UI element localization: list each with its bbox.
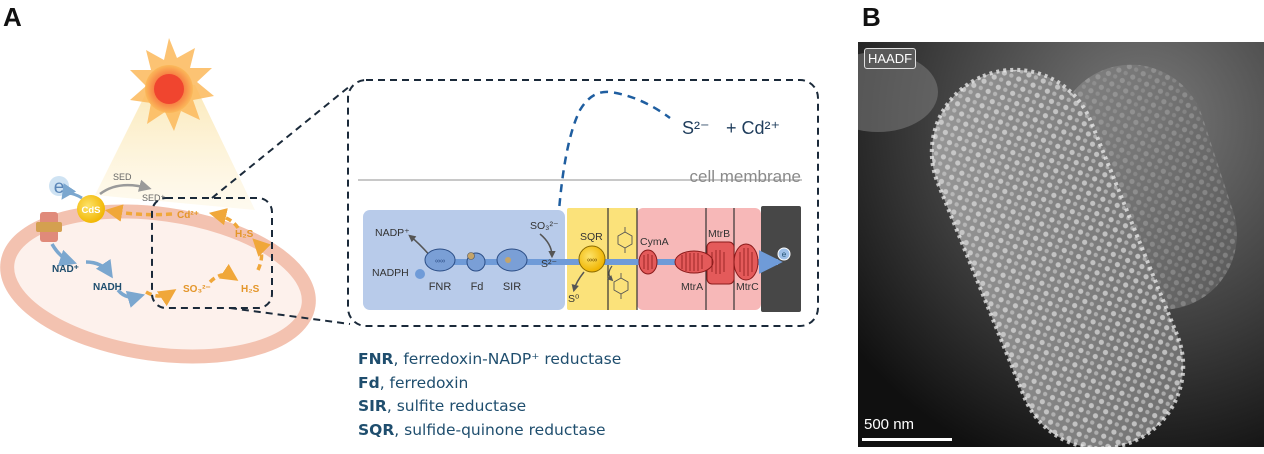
- zoom-connector-top: [211, 85, 351, 199]
- fnr-label: FNR: [429, 281, 452, 293]
- cds-nanoparticle: CdS: [77, 195, 105, 223]
- nadh-so3-arrow: [145, 289, 177, 307]
- nadp-label: NADP⁺: [375, 227, 410, 239]
- bacterium-front: [929, 67, 1186, 447]
- mtrb-label: MtrB: [708, 228, 730, 240]
- s0-label: S⁰: [568, 293, 580, 305]
- legend-row-fd: Fd, ferredoxin: [358, 373, 469, 392]
- fd-label: Fd: [471, 281, 484, 293]
- cyma-heme-icons: [643, 254, 653, 270]
- panel-label-a: A: [3, 2, 22, 32]
- abbreviation-legend: FNR, ferredoxin-NADP⁺ reductase Fd, ferr…: [358, 348, 621, 442]
- so3-h2s-arrow: [208, 263, 239, 284]
- mtrc-heme-icons: [739, 248, 753, 276]
- h2s-top-label: H₂S: [235, 229, 254, 240]
- exported-electron-label: e: [782, 250, 787, 259]
- cd-label: Cd²⁺: [177, 210, 199, 221]
- sir-label: SIR: [503, 281, 521, 293]
- fnr-protein: [424, 248, 456, 272]
- scale-bar-label: 500 nm: [864, 416, 915, 433]
- micrograph-image: [858, 42, 1264, 447]
- s2-small-label: S²⁻: [541, 258, 558, 270]
- sqr-protein: [578, 245, 606, 273]
- so3-s2-arrow: [539, 233, 556, 259]
- cyma-label: CymA: [640, 236, 669, 248]
- sqr-cofactor-icon: ∞∞: [587, 257, 597, 264]
- s0-arrow: [571, 271, 585, 293]
- cd-zoom-label: + Cd²⁺: [726, 118, 780, 138]
- sun-icon: [130, 38, 214, 131]
- mtrc-label: MtrC: [736, 281, 759, 293]
- electron-label: e: [54, 177, 65, 198]
- panel-label-b: B: [862, 2, 881, 32]
- so3-label: SO₃²⁻: [183, 284, 211, 295]
- legend-row-sir: SIR, sulfite reductase: [358, 397, 527, 415]
- nadh-arrow: [116, 288, 146, 308]
- mtra-label: MtrA: [681, 281, 703, 293]
- sed-arrow: [99, 179, 152, 196]
- fd-cluster-icon: [467, 252, 475, 260]
- h2s-cd-arrow: [208, 208, 240, 229]
- quinone-cycle-arrow: [606, 265, 614, 282]
- h2s-up-arrow: [252, 238, 271, 271]
- mtrc-protein: [733, 243, 759, 281]
- so3-zoom-label: SO₃²⁻: [530, 220, 559, 232]
- zoom-source-box: [151, 197, 273, 309]
- legend-row-fnr: FNR, ferredoxin-NADP⁺ reductase: [358, 350, 622, 368]
- nadph-electron-icon: [415, 269, 425, 279]
- nadph-label: NADPH: [372, 267, 409, 279]
- cd-cds-arrow: [104, 204, 173, 222]
- nadh-label: NADH: [93, 282, 122, 293]
- nad-label: NAD⁺: [52, 264, 79, 275]
- sqr-label: SQR: [580, 231, 603, 243]
- sir-protein: [496, 248, 528, 272]
- legend-row-sqr: SQR, sulfide-quinone reductase: [358, 420, 606, 439]
- exported-electron-icon: e: [777, 247, 791, 261]
- quinone-icon-bottom: [613, 273, 629, 299]
- nad-arrow-2: [85, 258, 113, 279]
- h2s-bottom-label: H₂S: [241, 284, 260, 295]
- cds-label: CdS: [82, 205, 101, 216]
- mtra-heme-icons: [681, 250, 725, 274]
- membrane-protein-icon: [36, 212, 62, 242]
- electron-arrow: [61, 183, 83, 200]
- cell-membrane-label: cell membrane: [690, 167, 802, 186]
- zoom-connector-bottom: [229, 307, 351, 325]
- haadf-label: HAADF: [864, 48, 917, 69]
- sir-cluster-icon: [505, 257, 511, 263]
- sed-label: SED: [113, 172, 132, 182]
- background-cell-left: [858, 52, 938, 132]
- s2-label: S²⁻: [682, 118, 710, 138]
- light-beam: [95, 85, 255, 210]
- quinone-icon-top: [617, 227, 633, 253]
- sed-plus-label: SED⁺: [142, 193, 166, 203]
- scale-bar: [862, 438, 952, 441]
- fnr-cofactor-icon: ∞∞: [435, 258, 445, 265]
- nad-arrow-1: [50, 243, 77, 267]
- haadf-micrograph: HAADF 500 nm: [858, 42, 1264, 447]
- sulfide-export-path: [554, 90, 671, 263]
